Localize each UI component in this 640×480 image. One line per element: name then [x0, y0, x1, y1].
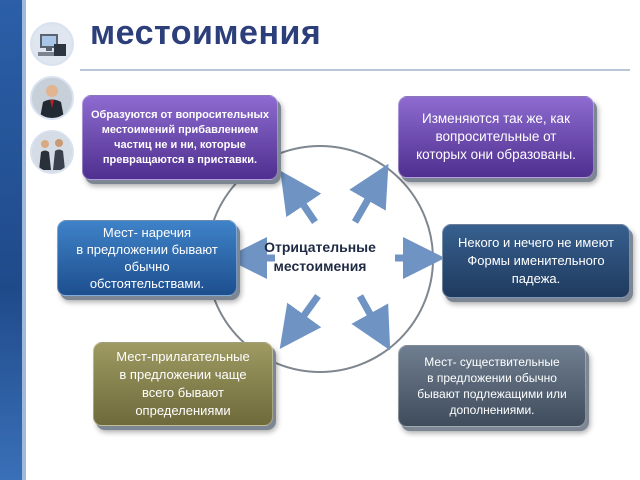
- box-declension-text: Изменяются так же, как вопросительные от…: [416, 111, 576, 162]
- box-adverb-pronouns: Мест- наречия в предложении бывают обычн…: [57, 220, 237, 296]
- sidebar-band: [0, 0, 22, 480]
- box-declension: Изменяются так же, как вопросительные от…: [398, 96, 594, 178]
- box-adjective-pronouns-text: Мест-прилагательные в предложении чаще в…: [116, 349, 250, 418]
- title-divider: [80, 69, 630, 71]
- box-noun-pronouns: Мест- существительные в предложении обыч…: [398, 345, 586, 427]
- arrow-bottom-left: [279, 293, 322, 350]
- page-title: местоимения: [90, 14, 322, 52]
- box-adverb-pronouns-text: Мест- наречия в предложении бывают обычн…: [76, 225, 218, 291]
- center-label: Отрицательные местоимения: [264, 239, 376, 274]
- box-prefix-formation: Образуются от вопросительных местоимений…: [82, 95, 278, 180]
- box-nominative-case-text: Некого и нечего не имеют Формы именитель…: [458, 235, 614, 286]
- business-team-icon: [30, 130, 74, 174]
- businessman-icon: [30, 76, 74, 120]
- sidebar-stripe: [22, 0, 26, 480]
- box-prefix-formation-text: Образуются от вопросительных местоимений…: [90, 108, 270, 166]
- workstation-icon: [30, 22, 74, 66]
- box-noun-pronouns-text: Мест- существительные в предложении обыч…: [417, 355, 567, 417]
- arrow-top-right: [349, 163, 389, 224]
- box-adjective-pronouns: Мест-прилагательные в предложении чаще в…: [93, 342, 273, 426]
- arrow-top-left: [280, 170, 322, 224]
- arrow-bottom-right: [351, 294, 391, 351]
- box-nominative-case: Некого и нечего не имеют Формы именитель…: [442, 224, 630, 298]
